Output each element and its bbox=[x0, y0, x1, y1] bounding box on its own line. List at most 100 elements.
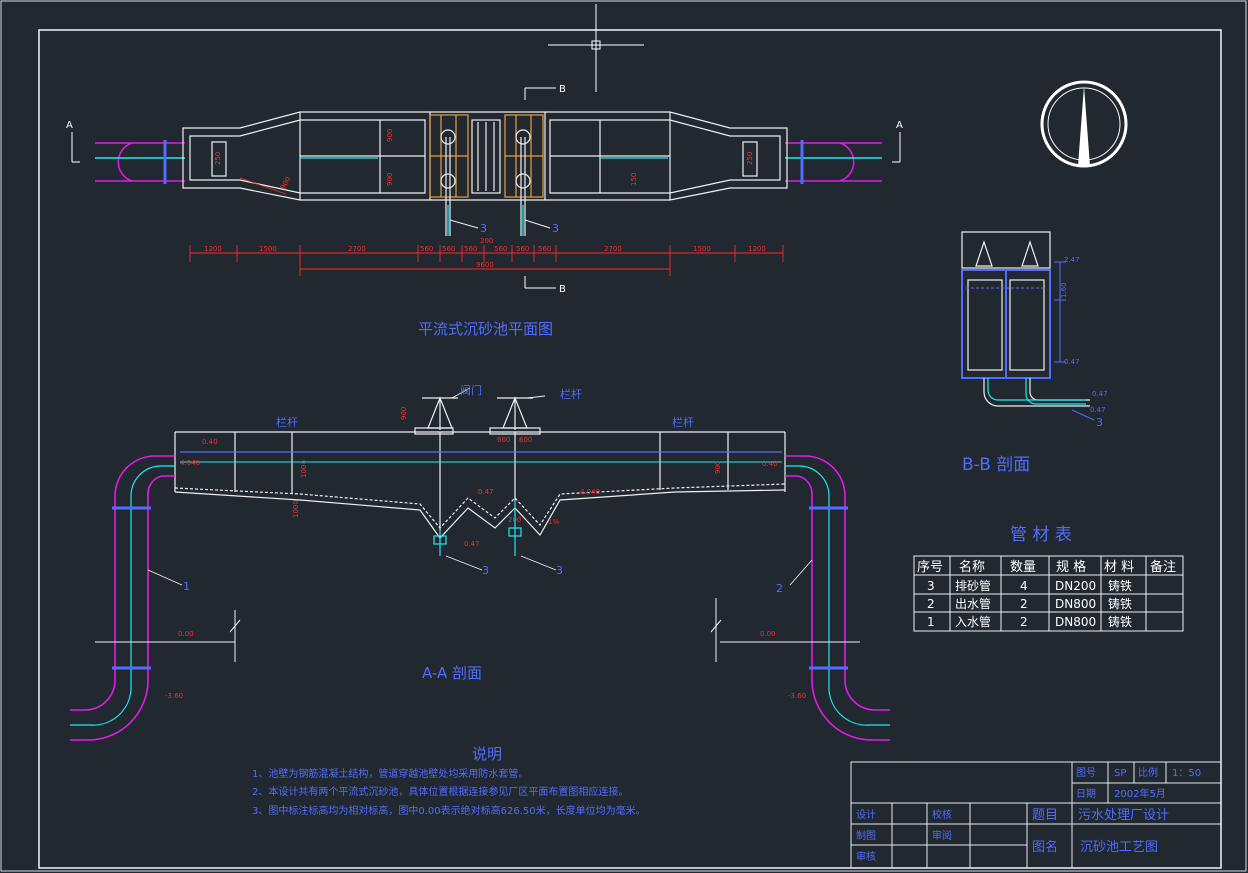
aa-dim-1000-a: 1000 bbox=[300, 460, 308, 478]
plan-pipe-tag-2: 3 bbox=[552, 222, 559, 235]
section-marker-a-left: A bbox=[66, 120, 73, 131]
tb-name-label: 图名 bbox=[1032, 839, 1058, 855]
table-header-remark: 备注 bbox=[1150, 559, 1176, 575]
aa-pipe-tag-3b: 3 bbox=[556, 564, 563, 577]
tb-design-label: 设计 bbox=[856, 808, 876, 821]
aa-label-valve: 阀门 bbox=[460, 383, 482, 397]
plan-dim-560-2: 560 bbox=[442, 245, 455, 253]
plan-view: 3 3 900 900 250 900 150 250 A A B B bbox=[66, 84, 903, 338]
section-bb-title: B-B 剖面 bbox=[962, 455, 1030, 475]
plan-dim-150: 150 bbox=[630, 173, 638, 186]
plan-dim-900-b: 900 bbox=[386, 173, 394, 186]
tb-scale: 1：50 bbox=[1172, 768, 1201, 779]
section-marker-b-top: B bbox=[559, 84, 566, 95]
plan-dim-1500-left: 1500 bbox=[259, 245, 277, 253]
north-arrow-icon bbox=[1040, 80, 1128, 168]
aa-pipe-tag-3a: 3 bbox=[482, 564, 489, 577]
aa-dim-047-b: 0.47 bbox=[464, 540, 480, 548]
table-row-2-spec: DN800 bbox=[1055, 597, 1096, 611]
aa-label-right-rail: 栏杆 bbox=[672, 415, 694, 429]
design-notes: 说明 1、池壁为钢筋混凝土结构，管道穿越池壁处均采用防水套管。 2、本设计共有两… bbox=[252, 745, 646, 817]
aa-pipe-tag-2: 2 bbox=[776, 582, 783, 595]
plan-dim-200: 200 bbox=[480, 237, 493, 245]
table-row-3-no: 1 bbox=[927, 615, 935, 629]
aa-level-0-right: 0.00 bbox=[760, 630, 776, 638]
aa-dim-047-a: 0.47 bbox=[478, 488, 494, 496]
plan-dim-560-1: 560 bbox=[420, 245, 433, 253]
table-header-qty: 数量 bbox=[1010, 560, 1036, 575]
tb-date-label: 日期 bbox=[1076, 788, 1096, 800]
tb-date: 2002年5月 bbox=[1114, 787, 1166, 800]
table-header-spec: 规 格 bbox=[1056, 559, 1086, 575]
aa-dim-4040-b: 4.040 bbox=[580, 488, 600, 496]
inner-frame bbox=[38, 29, 1222, 869]
table-row-1-no: 3 bbox=[927, 579, 935, 593]
plan-title: 平流式沉砂池平面图 bbox=[418, 320, 553, 338]
title-block: 图号 SP 比例 1：50 日期 2002年5月 设计 制图 审核 校核 审阅 … bbox=[850, 761, 1222, 869]
table-row-1-name: 排砂管 bbox=[955, 578, 991, 593]
section-aa-title: A-A 剖面 bbox=[422, 664, 482, 682]
aa-level-neg-left: -3.60 bbox=[165, 692, 183, 700]
aa-level-0-left: 0.00 bbox=[178, 630, 194, 638]
table-header-name: 名称 bbox=[959, 559, 985, 575]
aa-dim-slope: 1% bbox=[548, 518, 559, 526]
tb-verify-label: 校核 bbox=[932, 808, 952, 821]
tb-approve-label: 审阅 bbox=[932, 829, 952, 842]
table-row-3-spec: DN800 bbox=[1055, 615, 1096, 629]
table-row-2-qty: 2 bbox=[1020, 597, 1028, 611]
aa-dim-900-right: 900 bbox=[714, 461, 722, 474]
table-row-2-name: 出水管 bbox=[955, 596, 991, 611]
plan-dim-560-6: 560 bbox=[538, 245, 551, 253]
plan-pipe-tag-1: 3 bbox=[480, 222, 487, 235]
table-row-3-qty: 2 bbox=[1020, 615, 1028, 629]
plan-dim-9600: 9600 bbox=[476, 261, 494, 269]
material-table-title: 管 材 表 bbox=[1010, 525, 1072, 545]
section-marker-b-bottom: B bbox=[559, 284, 566, 295]
tb-drawing-no-label: 图号 bbox=[1076, 767, 1096, 779]
tb-scale-label: 比例 bbox=[1138, 766, 1158, 779]
tb-name: 沉砂池工艺图 bbox=[1080, 840, 1158, 855]
plan-dim-2700-left: 2700 bbox=[348, 245, 366, 253]
plan-dimension-chain bbox=[189, 245, 784, 276]
tb-drawing-label: 制图 bbox=[856, 829, 876, 842]
plan-dim-1500-right: 1500 bbox=[693, 245, 711, 253]
bb-dim-047-b: 0.47 bbox=[1092, 390, 1108, 398]
tb-project-label: 题目 bbox=[1032, 808, 1058, 823]
plan-dim-250-left: 250 bbox=[214, 152, 222, 165]
tb-project: 污水处理厂设计 bbox=[1078, 808, 1169, 823]
aa-dim-040-right: 0.40 bbox=[762, 460, 778, 468]
aa-dim-600-a: 600 bbox=[497, 436, 510, 444]
table-row-1-material: 铸铁 bbox=[1108, 578, 1132, 593]
bb-dim-247: 2.47 bbox=[1064, 256, 1080, 264]
aa-label-column: 栏杆 bbox=[560, 387, 582, 401]
aa-dim-4040-a: 4.040 bbox=[180, 459, 200, 467]
crosshair-cursor-icon bbox=[548, 4, 644, 92]
table-row-2-material: 铸铁 bbox=[1108, 596, 1132, 611]
section-bb: 2.47 1.60 0.47 0.47 0.47 3 B-B 剖面 bbox=[961, 231, 1108, 475]
table-row-3-material: 铸铁 bbox=[1108, 614, 1132, 629]
plan-dim-900-diag: 900 bbox=[279, 175, 293, 191]
section-marker-a-right: A bbox=[896, 120, 903, 131]
table-header-no: 序号 bbox=[917, 560, 943, 575]
table-row-1-spec: DN200 bbox=[1055, 579, 1096, 593]
aa-pipe-tag-1: 1 bbox=[183, 580, 190, 593]
aa-dim-900-top: 900 bbox=[400, 407, 408, 420]
table-row-3-name: 入水管 bbox=[955, 614, 991, 629]
section-aa: 1 2 3 3 阀门 栏杆 栏杆 栏杆 900 600 600 0.40 0.4… bbox=[70, 383, 890, 741]
notes-item-3: 3、图中标注标高均为相对标高，图中0.00表示绝对标高626.50米，长度单位均… bbox=[252, 804, 646, 817]
aa-dim-1000-b: 1000 bbox=[292, 500, 300, 518]
tb-check-label: 审核 bbox=[856, 850, 876, 863]
table-row-1-qty: 4 bbox=[1020, 579, 1028, 593]
aa-dim-600-b: 600 bbox=[519, 436, 532, 444]
aa-dim-200: 200 bbox=[508, 516, 521, 524]
bb-dim-047-c: 0.47 bbox=[1090, 406, 1106, 414]
table-header-material: 材 料 bbox=[1104, 560, 1134, 575]
plan-dim-900-a: 900 bbox=[386, 129, 394, 142]
bb-dim-160: 1.60 bbox=[1060, 282, 1068, 298]
plan-dim-560-3: 560 bbox=[464, 245, 477, 253]
notes-item-1: 1、池壁为钢筋混凝土结构，管道穿越池壁处均采用防水套管。 bbox=[252, 767, 528, 780]
aa-level-neg-right: -3.60 bbox=[788, 692, 806, 700]
notes-title: 说明 bbox=[472, 745, 502, 763]
